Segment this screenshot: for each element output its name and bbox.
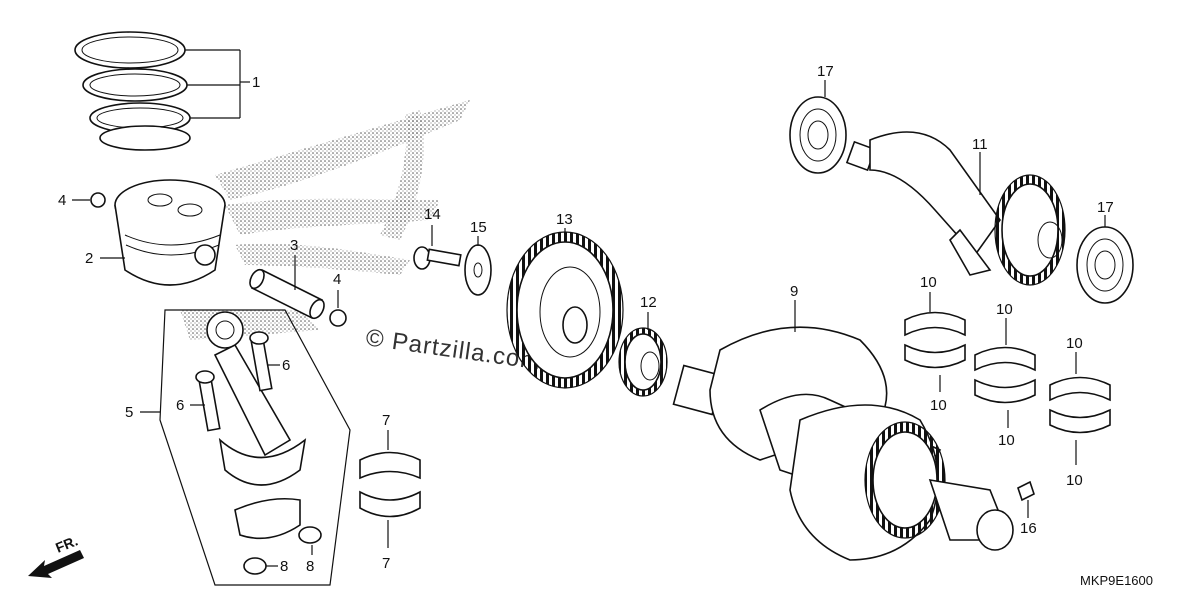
small-gear	[618, 327, 668, 397]
primary-drive-gear	[506, 231, 624, 389]
callout-1-leader	[185, 49, 250, 119]
callout-7a: 7	[382, 412, 390, 429]
balancer-bearing-top	[789, 96, 847, 174]
callout-10f: 10	[1066, 472, 1083, 489]
callout-6b: 6	[176, 397, 184, 414]
rod-bolt-b	[195, 370, 221, 432]
connecting-rod	[206, 311, 307, 540]
front-direction-label: FR.	[53, 532, 80, 555]
main-bearing-pair-3	[1049, 376, 1111, 434]
circlip-left	[90, 192, 106, 208]
front-direction-arrow	[28, 550, 84, 578]
diagram-code: MKP9E1600	[1080, 573, 1153, 588]
washer	[464, 244, 492, 296]
callout-2: 2	[85, 250, 93, 267]
callout-3: 3	[290, 237, 298, 254]
callout-8b: 8	[306, 558, 314, 575]
callout-10e: 10	[1066, 335, 1083, 352]
main-bearing-pair-1	[904, 311, 966, 369]
callout-11: 11	[972, 136, 988, 153]
callout-10c: 10	[996, 301, 1013, 318]
rod-bolt-a	[249, 331, 273, 392]
callout-12: 12	[640, 294, 657, 311]
crankshaft	[672, 326, 1014, 561]
callout-6a: 6	[282, 357, 290, 374]
callout-17a: 17	[817, 63, 834, 80]
woodruff-key	[1017, 480, 1035, 502]
conrod-group-outline	[159, 309, 351, 586]
callout-15: 15	[470, 219, 487, 236]
callout-8a: 8	[280, 558, 288, 575]
rod-nut-b	[298, 526, 322, 544]
callout-16: 16	[1020, 520, 1037, 537]
callout-7b: 7	[382, 555, 390, 572]
rod-nut-a	[243, 557, 267, 575]
callout-1: 1	[252, 74, 260, 91]
circlip-right	[329, 309, 347, 327]
rod-bearing-lower	[359, 490, 421, 518]
piston-rings	[74, 31, 191, 151]
balancer-bearing-right	[1076, 226, 1134, 304]
callout-9: 9	[790, 283, 798, 300]
callout-10a: 10	[920, 274, 937, 291]
callout-14: 14	[424, 206, 441, 223]
gear-bolt	[413, 246, 462, 270]
balancer-shaft	[845, 131, 1066, 286]
piston	[114, 179, 226, 286]
rod-bearing-upper	[359, 451, 421, 480]
callout-4b: 4	[333, 271, 341, 288]
piston-pin	[249, 268, 325, 320]
main-bearing-pair-2	[974, 346, 1036, 404]
callout-17b: 17	[1097, 199, 1114, 216]
callout-4a: 4	[58, 192, 66, 209]
callout-13: 13	[556, 211, 573, 228]
callout-10d: 10	[998, 432, 1015, 449]
callout-10b: 10	[930, 397, 947, 414]
callout-5: 5	[125, 404, 133, 421]
